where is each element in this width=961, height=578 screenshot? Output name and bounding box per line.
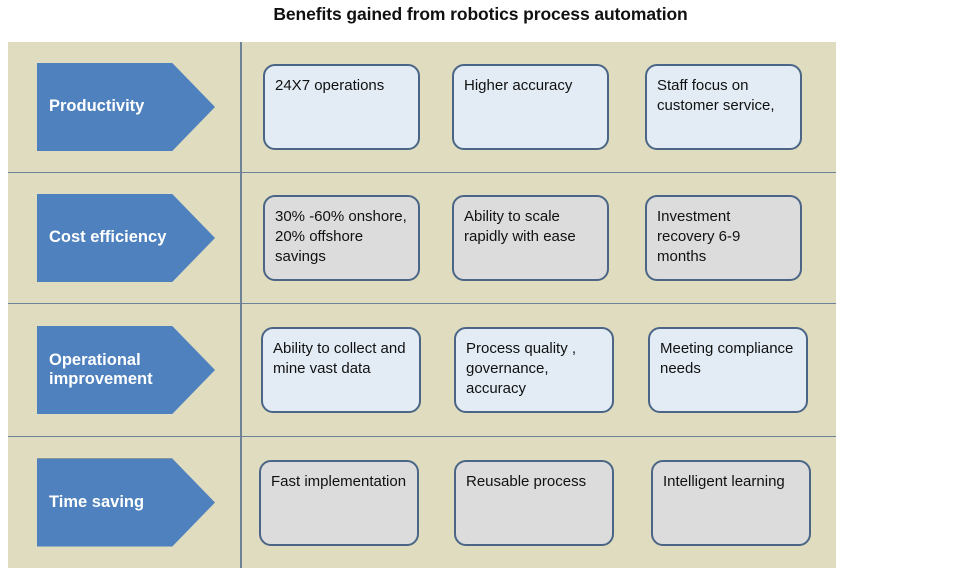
benefit-box[interactable]: 24X7 operations bbox=[263, 64, 420, 150]
benefit-box[interactable]: Ability to collect and mine vast data bbox=[261, 327, 421, 413]
benefit-box[interactable]: 30% -60% onshore, 20% offshore savings bbox=[263, 195, 420, 281]
benefit-box[interactable]: Investment recovery 6-9 months bbox=[645, 195, 802, 281]
benefit-row: Cost efficiency 30% -60% onshore, 20% of… bbox=[8, 172, 836, 303]
benefit-row: Time saving Fast implementation Reusable… bbox=[8, 436, 836, 568]
category-label: Time saving bbox=[49, 492, 145, 511]
benefit-box[interactable]: Fast implementation bbox=[259, 459, 419, 546]
page-title: Benefits gained from robotics process au… bbox=[273, 4, 688, 24]
benefit-box[interactable]: Ability to scale rapidly with ease bbox=[452, 195, 609, 281]
category-label: Cost efficiency bbox=[49, 228, 167, 247]
benefit-row: Operational improvement Ability to colle… bbox=[8, 303, 836, 436]
category-arrow-productivity[interactable]: Productivity bbox=[37, 63, 215, 151]
benefit-box[interactable]: Intelligent learning bbox=[651, 459, 811, 546]
category-arrow-cost-efficiency[interactable]: Cost efficiency bbox=[37, 194, 215, 282]
benefit-box[interactable]: Reusable process bbox=[454, 459, 614, 546]
benefit-box[interactable]: Process quality , governance, accuracy bbox=[454, 327, 614, 413]
benefit-box[interactable]: Staff focus on customer service, bbox=[645, 64, 802, 150]
category-arrow-time-saving[interactable]: Time saving bbox=[37, 458, 215, 547]
category-label: Operational improvement bbox=[49, 350, 153, 388]
benefit-box[interactable]: Higher accuracy bbox=[452, 64, 609, 150]
category-arrow-operational-improvement[interactable]: Operational improvement bbox=[37, 326, 215, 414]
benefit-box[interactable]: Meeting compliance needs bbox=[648, 327, 808, 413]
category-label: Productivity bbox=[49, 97, 145, 116]
column-divider bbox=[240, 42, 242, 568]
benefits-diagram-panel: Productivity 24X7 operations Higher accu… bbox=[8, 42, 836, 568]
benefit-row: Productivity 24X7 operations Higher accu… bbox=[8, 42, 836, 172]
